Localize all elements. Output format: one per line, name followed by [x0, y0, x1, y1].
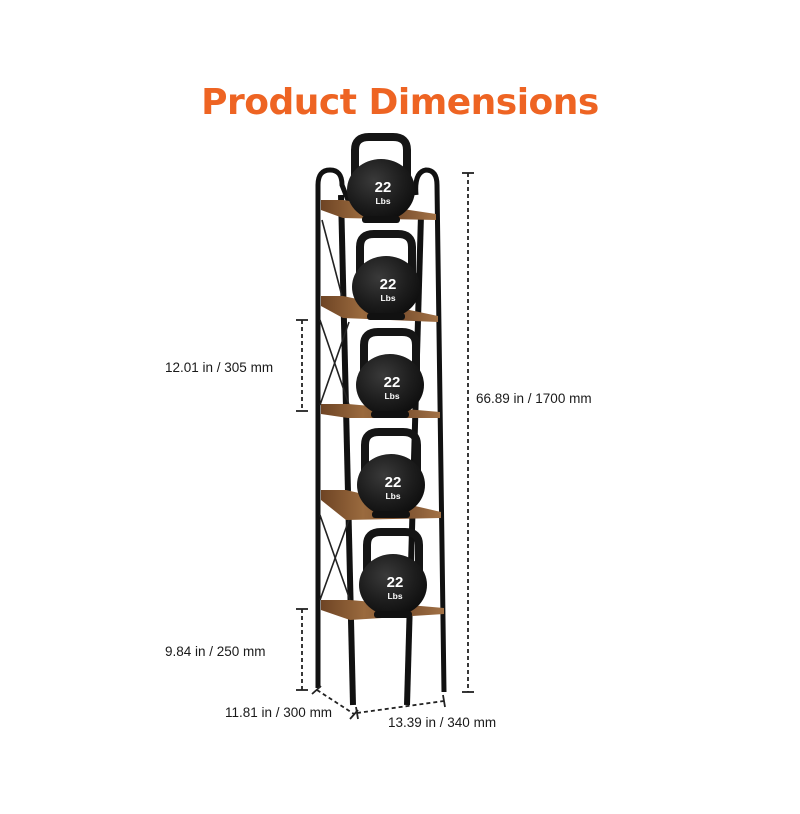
kettlebell-unit-label: Lbs — [380, 293, 395, 303]
depth-label: 11.81 in / 300 mm — [225, 705, 333, 720]
kettlebell-handle — [360, 328, 420, 375]
kettlebell-unit-label: Lbs — [387, 591, 402, 601]
back-right-post — [413, 167, 447, 693]
back-left-post — [315, 167, 353, 688]
kettlebell-base — [372, 511, 410, 518]
kettlebell-weight-label: 22 — [380, 276, 397, 293]
total-height-label: 66.89 in / 1700 mm — [476, 391, 592, 406]
kettlebell-body — [347, 159, 415, 221]
kettlebell-base — [371, 411, 409, 418]
depth-line — [316, 689, 355, 715]
shelf-frame — [315, 167, 447, 706]
kettlebell-handle — [363, 528, 423, 575]
kettlebell-handle — [361, 428, 421, 475]
kettlebell-body — [359, 554, 427, 616]
kettlebell-weight-label: 22 — [384, 374, 401, 391]
front-left-post — [338, 194, 356, 706]
kettlebell-unit-label: Lbs — [375, 196, 390, 206]
kettlebell-weight-label: 22 — [375, 179, 392, 196]
kettlebell-body — [356, 354, 424, 416]
kettlebell-unit-label: Lbs — [385, 491, 400, 501]
side-cross-braces — [319, 219, 351, 601]
kettlebell-body — [357, 454, 425, 516]
kettlebell-unit-label: Lbs — [384, 391, 399, 401]
width-label: 13.39 in / 340 mm — [388, 715, 497, 730]
kettlebell-handle — [356, 230, 416, 277]
kettlebell-base — [374, 611, 412, 618]
kettlebell-base — [362, 216, 400, 223]
kettlebell-weight-label: 22 — [385, 474, 402, 491]
kettlebell-weight-label: 22 — [387, 574, 404, 591]
width-line — [356, 700, 445, 714]
bottom-clearance-label: 9.84 in / 250 mm — [165, 644, 266, 659]
dimension-lines — [296, 172, 474, 720]
kettlebell-handle — [351, 133, 411, 180]
kettlebell-body — [352, 256, 420, 318]
shelf-spacing-label: 12.01 in / 305 mm — [165, 360, 274, 375]
page-title: Product Dimensions — [201, 82, 599, 123]
kettlebell-base — [367, 313, 405, 320]
